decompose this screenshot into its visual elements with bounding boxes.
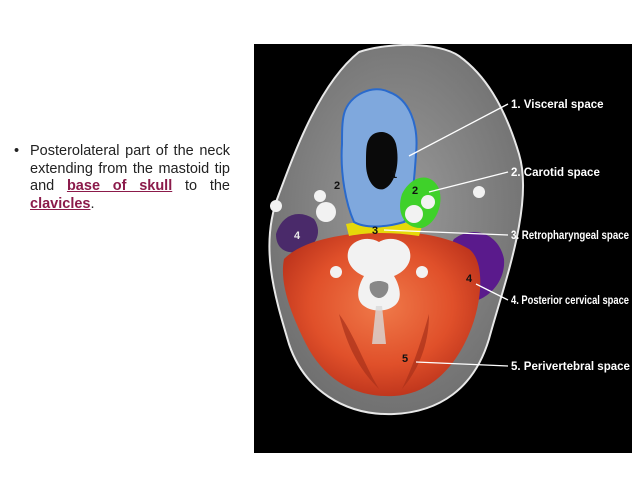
carotid-vessel-right-2	[421, 195, 435, 209]
bullet-glyph: •	[14, 143, 20, 159]
marker-posterior-cervical-right: 4	[466, 273, 473, 285]
marker-visceral: 1	[391, 169, 397, 181]
label-visceral-space: 1. Visceral space	[511, 99, 604, 111]
marker-perivertebral: 5	[402, 353, 408, 365]
posterior-cervical-space-left	[276, 214, 319, 253]
keyword-base-of-skull[interactable]: base of skull	[66, 178, 173, 194]
text-part-3: .	[90, 195, 95, 212]
carotid-vessel-left-1	[316, 202, 336, 222]
ct-image: 1 2 2 3 4 4 5 1. Visceral space 2. Carot…	[254, 44, 632, 453]
carotid-vessel-left-2	[314, 190, 326, 202]
text-part-1: Posterolateral part of the neck extendin…	[30, 143, 230, 194]
leader-line-4	[475, 283, 509, 301]
leader-line-2	[428, 171, 509, 193]
keyword-clavicles[interactable]: clavicles	[30, 195, 91, 212]
leader-line-3	[383, 229, 509, 236]
vertebral-process-right	[416, 266, 428, 278]
label-retropharyngeal-space: 3. Retropharyngeal space	[511, 230, 629, 242]
marker-posterior-cervical-left: 4	[294, 230, 301, 242]
paraspinal-muscle-shading	[339, 314, 429, 389]
marker-retropharyngeal: 3	[372, 225, 378, 237]
label-posterior-cervical-space: 4. Posterior cervical space	[511, 295, 629, 307]
external-jugular-left	[270, 200, 282, 212]
marker-carotid-right: 2	[412, 185, 418, 197]
leader-lines	[383, 103, 509, 367]
marker-carotid-left: 2	[334, 180, 340, 192]
spinous-process	[372, 306, 386, 344]
vertebra	[347, 238, 411, 311]
bullet-paragraph: • Posterolateral part of the neck extend…	[14, 143, 230, 213]
ct-neck-figure: 1 2 2 3 4 4 5 1. Visceral space 2. Carot…	[254, 44, 632, 453]
label-perivertebral-space: 5. Perivertebral space	[511, 361, 630, 373]
text-part-2: to the	[172, 178, 230, 194]
airway	[366, 132, 398, 190]
vertebral-process-left	[330, 266, 342, 278]
bullet-text: Posterolateral part of the neck extendin…	[30, 143, 230, 213]
external-jugular-right	[473, 186, 485, 198]
leader-line-1	[408, 103, 509, 157]
spinal-canal	[369, 281, 389, 298]
carotid-vessel-right-1	[405, 205, 423, 223]
label-carotid-space: 2. Carotid space	[511, 167, 600, 179]
leader-line-5	[415, 361, 509, 367]
